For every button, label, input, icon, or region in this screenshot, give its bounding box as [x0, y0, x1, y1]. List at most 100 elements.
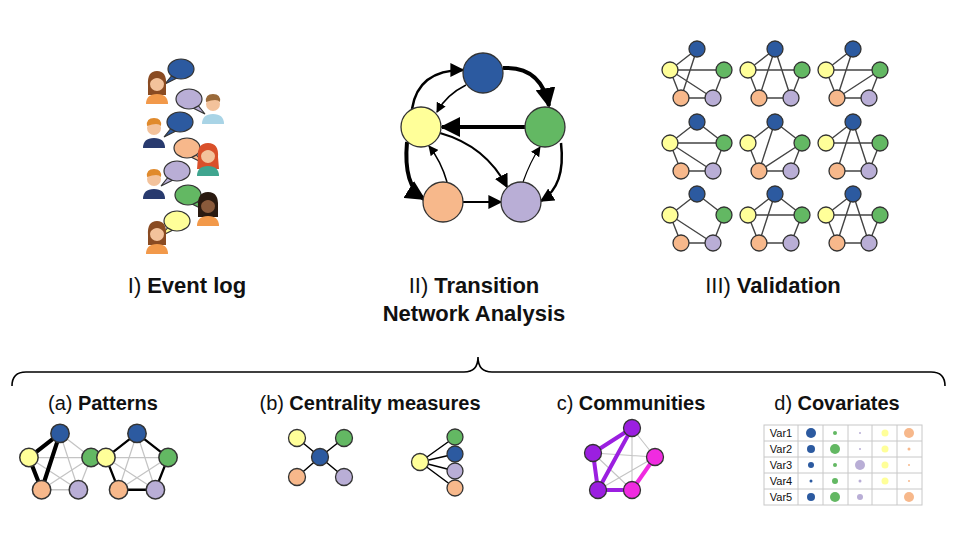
transition-network: [401, 53, 565, 222]
transition-network-part: [440, 133, 507, 187]
covariate-table-part: [830, 492, 840, 502]
community-network-part: [624, 420, 641, 437]
covariate-table-part: [830, 444, 840, 454]
person-icon-part: [148, 71, 166, 95]
heading-number: III): [705, 273, 731, 298]
method-heading: (b) Centrality measures: [259, 390, 480, 416]
covariate-table-part: [882, 462, 889, 469]
validation-networks: [662, 41, 888, 251]
speech-bubble: [165, 59, 194, 84]
covariate-table-part: [810, 480, 813, 483]
method-heading: d)Covariates: [774, 390, 899, 416]
centrality-fan: [412, 429, 464, 496]
centrality-star-part: [336, 469, 353, 486]
covariate-table-part: [882, 478, 889, 485]
person-icon-part: [150, 225, 164, 232]
centrality-fan-part: [447, 463, 463, 479]
validation-networks-part-part: [662, 186, 732, 251]
covariate-table-part: [764, 425, 922, 505]
person-icon-part: [146, 94, 168, 104]
pattern-network: [20, 424, 101, 499]
transition-network-part: [401, 107, 441, 147]
covariate-table-part: [807, 445, 815, 453]
validation-networks-part: [740, 114, 810, 179]
table-row-label: Var2: [764, 441, 798, 457]
heading-number: (b): [259, 392, 283, 414]
centrality-star-part: [312, 449, 329, 466]
centrality-fan-part: [447, 446, 463, 462]
covariate-table-part: [859, 448, 861, 450]
validation-networks-part-part: [662, 41, 732, 106]
community-network-part: [590, 482, 607, 499]
pattern-network: [97, 424, 178, 499]
centrality-star-part: [289, 469, 306, 486]
validation-networks-part-part: [662, 114, 732, 179]
person-icon-part: [147, 118, 161, 126]
covariate-table-part: [806, 428, 816, 438]
person-icon-part: [147, 169, 161, 177]
speech-bubble: [176, 89, 205, 114]
transition-network-part: [412, 70, 463, 109]
heading-number: I): [128, 273, 141, 298]
validation-networks-part: [662, 186, 732, 251]
centrality-star-part: [297, 438, 344, 477]
transition-network-part: [501, 182, 541, 222]
heading-title: Communities: [579, 392, 706, 414]
person-icon-part: [197, 216, 219, 226]
transition-network-part: [463, 53, 503, 93]
pattern-network-part: [20, 424, 101, 499]
centrality-star-part: [336, 430, 353, 447]
person-icon-part: [198, 192, 218, 217]
person-icon: [197, 143, 219, 176]
validation-networks-part: [662, 114, 732, 179]
person-icon-part: [143, 189, 165, 199]
validation-networks-part-part: [740, 186, 810, 251]
transition-network-part: [429, 146, 447, 182]
covariate-table-part: [833, 463, 837, 467]
person-icon: [202, 94, 224, 124]
validation-networks-part: [818, 41, 888, 106]
centrality-star-part: [289, 430, 306, 447]
heading-title: Centrality measures: [289, 392, 480, 414]
heading-title: Event log: [147, 273, 246, 298]
stage-heading: III)Validation: [705, 272, 841, 300]
person-icon-part: [202, 114, 224, 124]
covariate-table-part: [833, 431, 837, 435]
heading-title: Validation: [737, 273, 841, 298]
table-row-label: Var3: [764, 457, 798, 473]
stage-heading: II)Transition Network Analysis: [364, 272, 584, 328]
speech-bubble-part: [176, 89, 202, 109]
covariate-table-part: [908, 480, 910, 482]
covariate-table-part: [855, 460, 865, 470]
speech-bubble-part: [168, 59, 194, 79]
person-icon: [197, 192, 219, 226]
heading-number: d): [774, 392, 792, 414]
person-icon: [143, 118, 165, 148]
validation-networks-part: [740, 186, 810, 251]
validation-networks-part-part: [818, 186, 888, 251]
heading-title: Covariates: [797, 392, 899, 414]
stage-heading: I)Event log: [128, 272, 246, 300]
transition-network-part: [541, 143, 562, 201]
person-icon-part: [197, 166, 219, 176]
speech-bubble-part: [164, 161, 190, 181]
community-network-part: [585, 445, 602, 462]
covariate-table-part: [808, 462, 814, 468]
covariate-table-part: [908, 448, 911, 451]
validation-networks-part: [662, 41, 732, 106]
heading-number: II): [409, 273, 429, 298]
validation-networks-part-part: [740, 41, 810, 106]
person-icon-part: [148, 221, 166, 245]
centrality-star: [289, 430, 353, 486]
community-network-part: [593, 428, 655, 490]
community-network-part: [624, 482, 641, 499]
covariate-table-part: [904, 428, 914, 438]
table-row-label: Var5: [764, 489, 798, 505]
person-icon-part: [143, 138, 165, 148]
covariate-table-part: [859, 480, 862, 483]
person-icon-part: [146, 244, 168, 254]
transition-network-part: [442, 125, 525, 129]
method-heading: c)Communities: [557, 390, 706, 416]
